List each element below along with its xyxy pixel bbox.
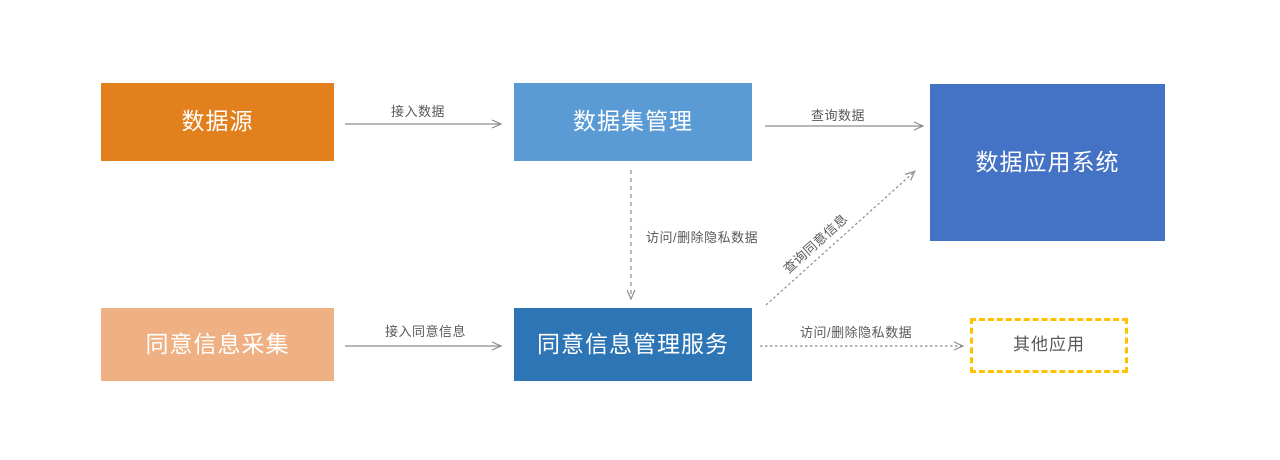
- node-consent-information-management-service-label: 同意信息管理服务: [537, 330, 729, 357]
- node-data-source[interactable]: 数据源: [101, 83, 334, 161]
- edge-label-access-delete-private-data-vertical: 访问/删除隐私数据: [646, 230, 759, 245]
- edge-query-consent-info: [765, 170, 916, 306]
- node-consent-information-management-service[interactable]: 同意信息管理服务: [514, 308, 752, 381]
- edge-label-access-delete-private-data-horizontal: 访问/删除隐私数据: [800, 325, 913, 340]
- node-dataset-management-label: 数据集管理: [573, 108, 693, 135]
- node-data-application-system-label: 数据应用系统: [975, 148, 1120, 175]
- node-data-application-system[interactable]: 数据应用系统: [930, 84, 1165, 241]
- node-consent-information-collection-label: 同意信息采集: [145, 330, 290, 357]
- edge-label-access-data: 接入数据: [391, 104, 446, 119]
- node-other-applications[interactable]: 其他应用: [970, 318, 1128, 373]
- node-consent-information-collection[interactable]: 同意信息采集: [101, 308, 334, 381]
- edge-label-access-consent-info: 接入同意信息: [385, 324, 467, 339]
- node-dataset-management[interactable]: 数据集管理: [514, 83, 752, 161]
- edge-label-query-consent-info: 查询同意信息: [780, 210, 851, 277]
- edge-label-query-data: 查询数据: [811, 108, 866, 123]
- node-data-source-label: 数据源: [181, 108, 254, 135]
- node-other-applications-label: 其他应用: [1013, 335, 1085, 355]
